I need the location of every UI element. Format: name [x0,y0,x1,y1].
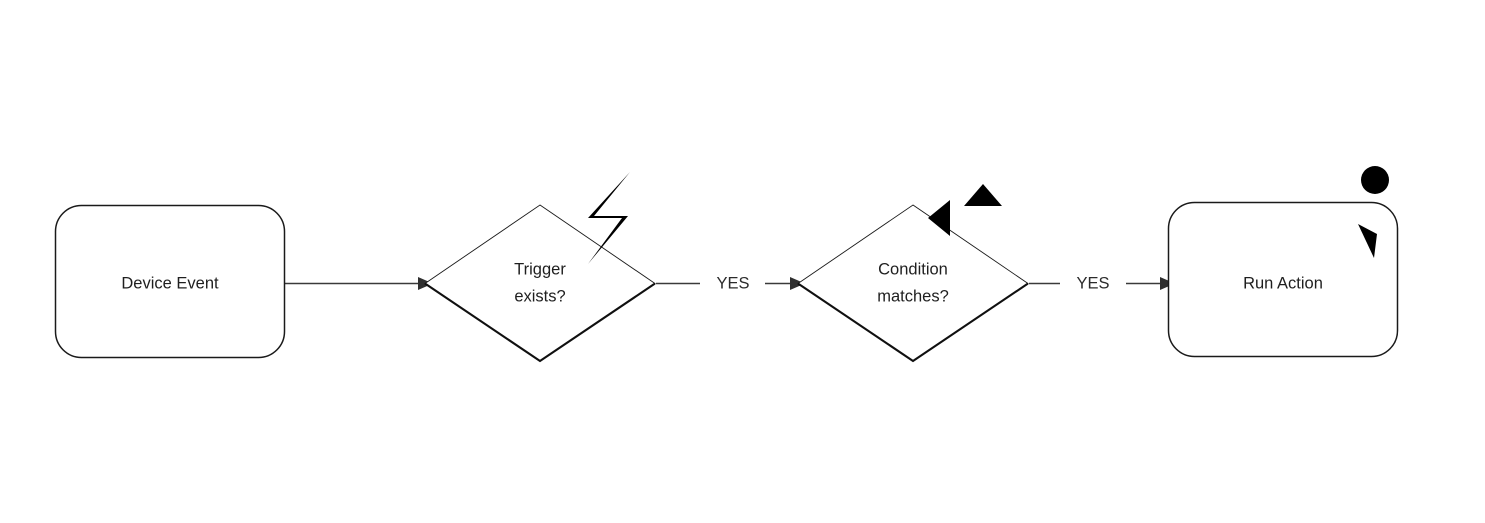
node-run-action[interactable]: Run Action [1167,166,1400,358]
branch-fork-arrow-icon [928,184,1002,236]
condition-matches-label-line1: Condition [878,260,948,278]
run-action-shape [1167,201,1399,358]
node-device-event[interactable]: Device Event [54,204,286,359]
trigger-exists-shape-lower-edge [424,282,656,363]
run-action-label: Run Action [1243,274,1323,292]
edge-event-to-trigger[interactable] [285,277,433,290]
arrow-head-icon [1160,277,1175,290]
node-trigger-exists[interactable]: Trigger exists? [424,172,656,363]
trigger-exists-label-line1: Trigger [514,260,566,278]
node-condition-matches[interactable]: Condition matches? [797,184,1029,363]
device-event-label: Device Event [121,274,219,292]
edge-label-yes-2: YES [1076,274,1109,292]
condition-matches-shape [797,204,1029,362]
trigger-exists-label-line2: exists? [514,287,565,305]
condition-matches-label-line2: matches? [877,287,949,305]
lightning-bolt-icon [588,172,630,264]
edge-trigger-to-condition[interactable]: YES [656,274,805,292]
edge-label-yes-1: YES [716,274,749,292]
condition-matches-shape-lower-edge [797,282,1029,363]
edge-condition-to-action[interactable]: YES [1029,274,1175,292]
trigger-exists-shape [424,204,656,362]
device-event-shape [54,204,286,359]
